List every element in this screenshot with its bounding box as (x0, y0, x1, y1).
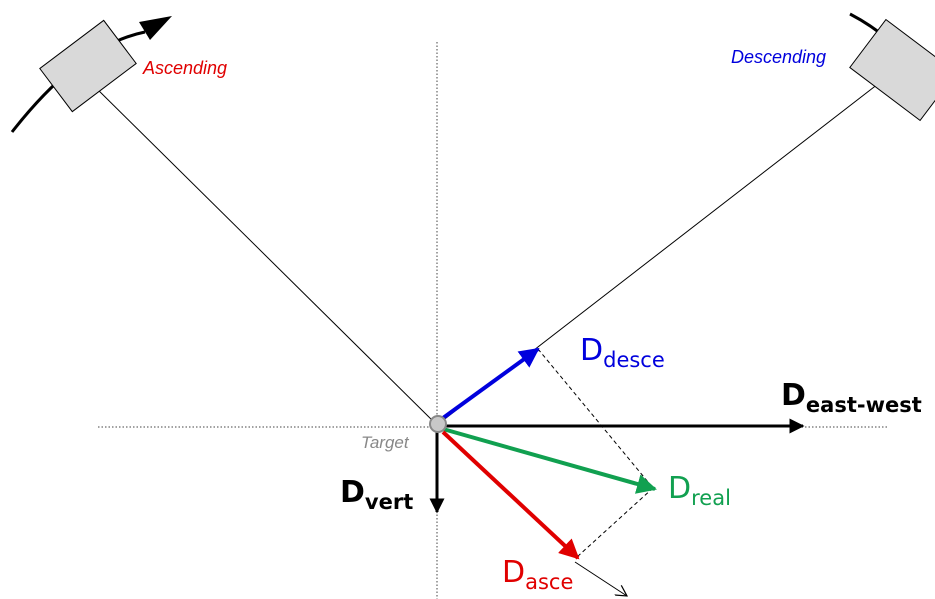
asc-vector-label: Dasce (502, 555, 573, 594)
vert-vector-label: Dvert (340, 475, 413, 514)
ascending-satellite (10, 16, 172, 133)
real-vector-label-main: D (668, 471, 691, 506)
real-vector-label-sub: real (691, 486, 731, 510)
real-vector-arrow (442, 427, 657, 494)
asc-vector-arrow (441, 430, 580, 560)
projection-to-desc (537, 348, 654, 489)
descending-satellite-body (849, 18, 935, 122)
desc-vector-label-main: D (580, 333, 603, 368)
desc-vector-label-sub: desce (603, 348, 665, 372)
vert-vector-label-sub: vert (365, 490, 413, 514)
projection-to-asc (576, 487, 654, 558)
desc-vector-arrow (441, 347, 540, 420)
descending-label: Descending (731, 47, 826, 67)
vert-vector-label-main: D (340, 475, 365, 510)
ascending-line-of-sight (87, 79, 438, 426)
desc-vector-label: Ddesce (580, 333, 665, 372)
ascending-label: Ascending (142, 58, 227, 78)
ascending-satellite-body (39, 19, 137, 113)
descending-satellite (849, 12, 935, 122)
asc-vector-label-sub: asce (525, 570, 573, 594)
ascending-orbit-arrowhead-icon (139, 16, 172, 40)
east-west-vector-label-sub: east-west (806, 393, 922, 417)
ascending-los-extension (574, 561, 627, 596)
asc-vector-label-main: D (502, 555, 525, 590)
east-west-vector-label: Deast-west (781, 378, 922, 417)
real-vector-label: Dreal (668, 471, 731, 510)
target-label: Target (361, 433, 410, 452)
target-point (429, 415, 447, 433)
east-west-vector-label-main: D (781, 378, 806, 413)
